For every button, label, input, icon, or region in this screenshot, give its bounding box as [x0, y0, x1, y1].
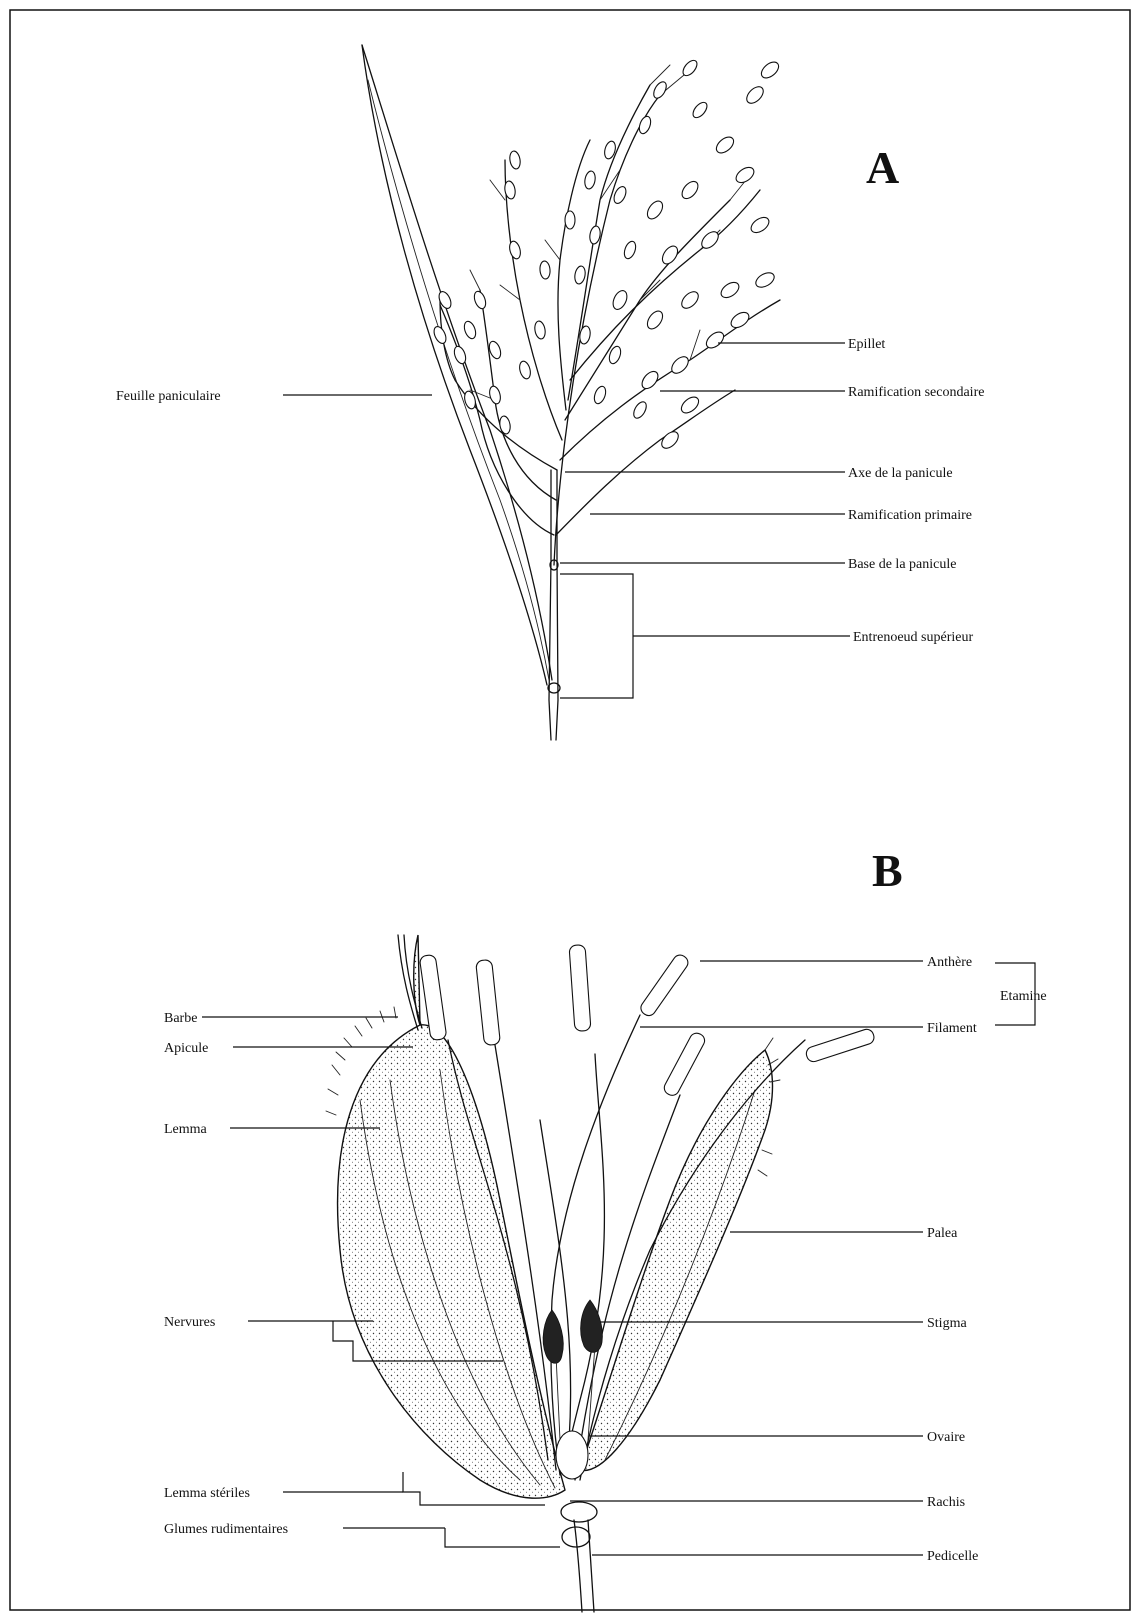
ovary-drawing — [556, 1431, 588, 1479]
label-stigma: Stigma — [927, 1316, 967, 1331]
label-epillet: Epillet — [848, 337, 885, 352]
label-rachis: Rachis — [927, 1495, 965, 1510]
lemma-drawing — [326, 935, 565, 1498]
label-pedicelle: Pedicelle — [927, 1549, 978, 1564]
label-lemma: Lemma — [164, 1122, 208, 1137]
label-barbe: Barbe — [164, 1011, 197, 1026]
palea-drawing — [580, 1038, 780, 1470]
label-glumes-rudimentaires: Glumes rudimentaires — [164, 1522, 288, 1537]
label-palea: Palea — [927, 1226, 958, 1241]
label-entrenoeud-superieur: Entrenoeud supérieur — [853, 630, 973, 645]
pedicel-drawing — [561, 1502, 597, 1612]
panel-a-letter: A — [866, 142, 899, 193]
bracket-entrenoeud — [560, 574, 633, 698]
bracket-glumes — [445, 1528, 560, 1547]
panel-a: A — [116, 45, 984, 740]
label-ramification-primaire: Ramification primaire — [848, 508, 972, 523]
anthers-drawing — [419, 945, 876, 1098]
label-etamine: Etamine — [1000, 989, 1047, 1004]
label-lemma-steriles: Lemma stériles — [164, 1486, 250, 1501]
label-ramification-secondaire: Ramification secondaire — [848, 385, 984, 400]
label-nervures: Nervures — [164, 1315, 215, 1330]
label-ovaire: Ovaire — [927, 1430, 965, 1445]
label-filament: Filament — [927, 1021, 977, 1036]
label-anthere: Anthère — [927, 955, 972, 970]
panel-b: B — [164, 845, 1047, 1612]
label-apicule: Apicule — [164, 1041, 208, 1056]
label-axe-panicule: Axe de la panicule — [848, 466, 953, 481]
spikelets-drawing — [432, 58, 782, 451]
panel-b-letter: B — [872, 845, 903, 896]
label-base-panicule: Base de la panicule — [848, 557, 956, 572]
label-feuille-paniculaire: Feuille paniculaire — [116, 389, 221, 404]
